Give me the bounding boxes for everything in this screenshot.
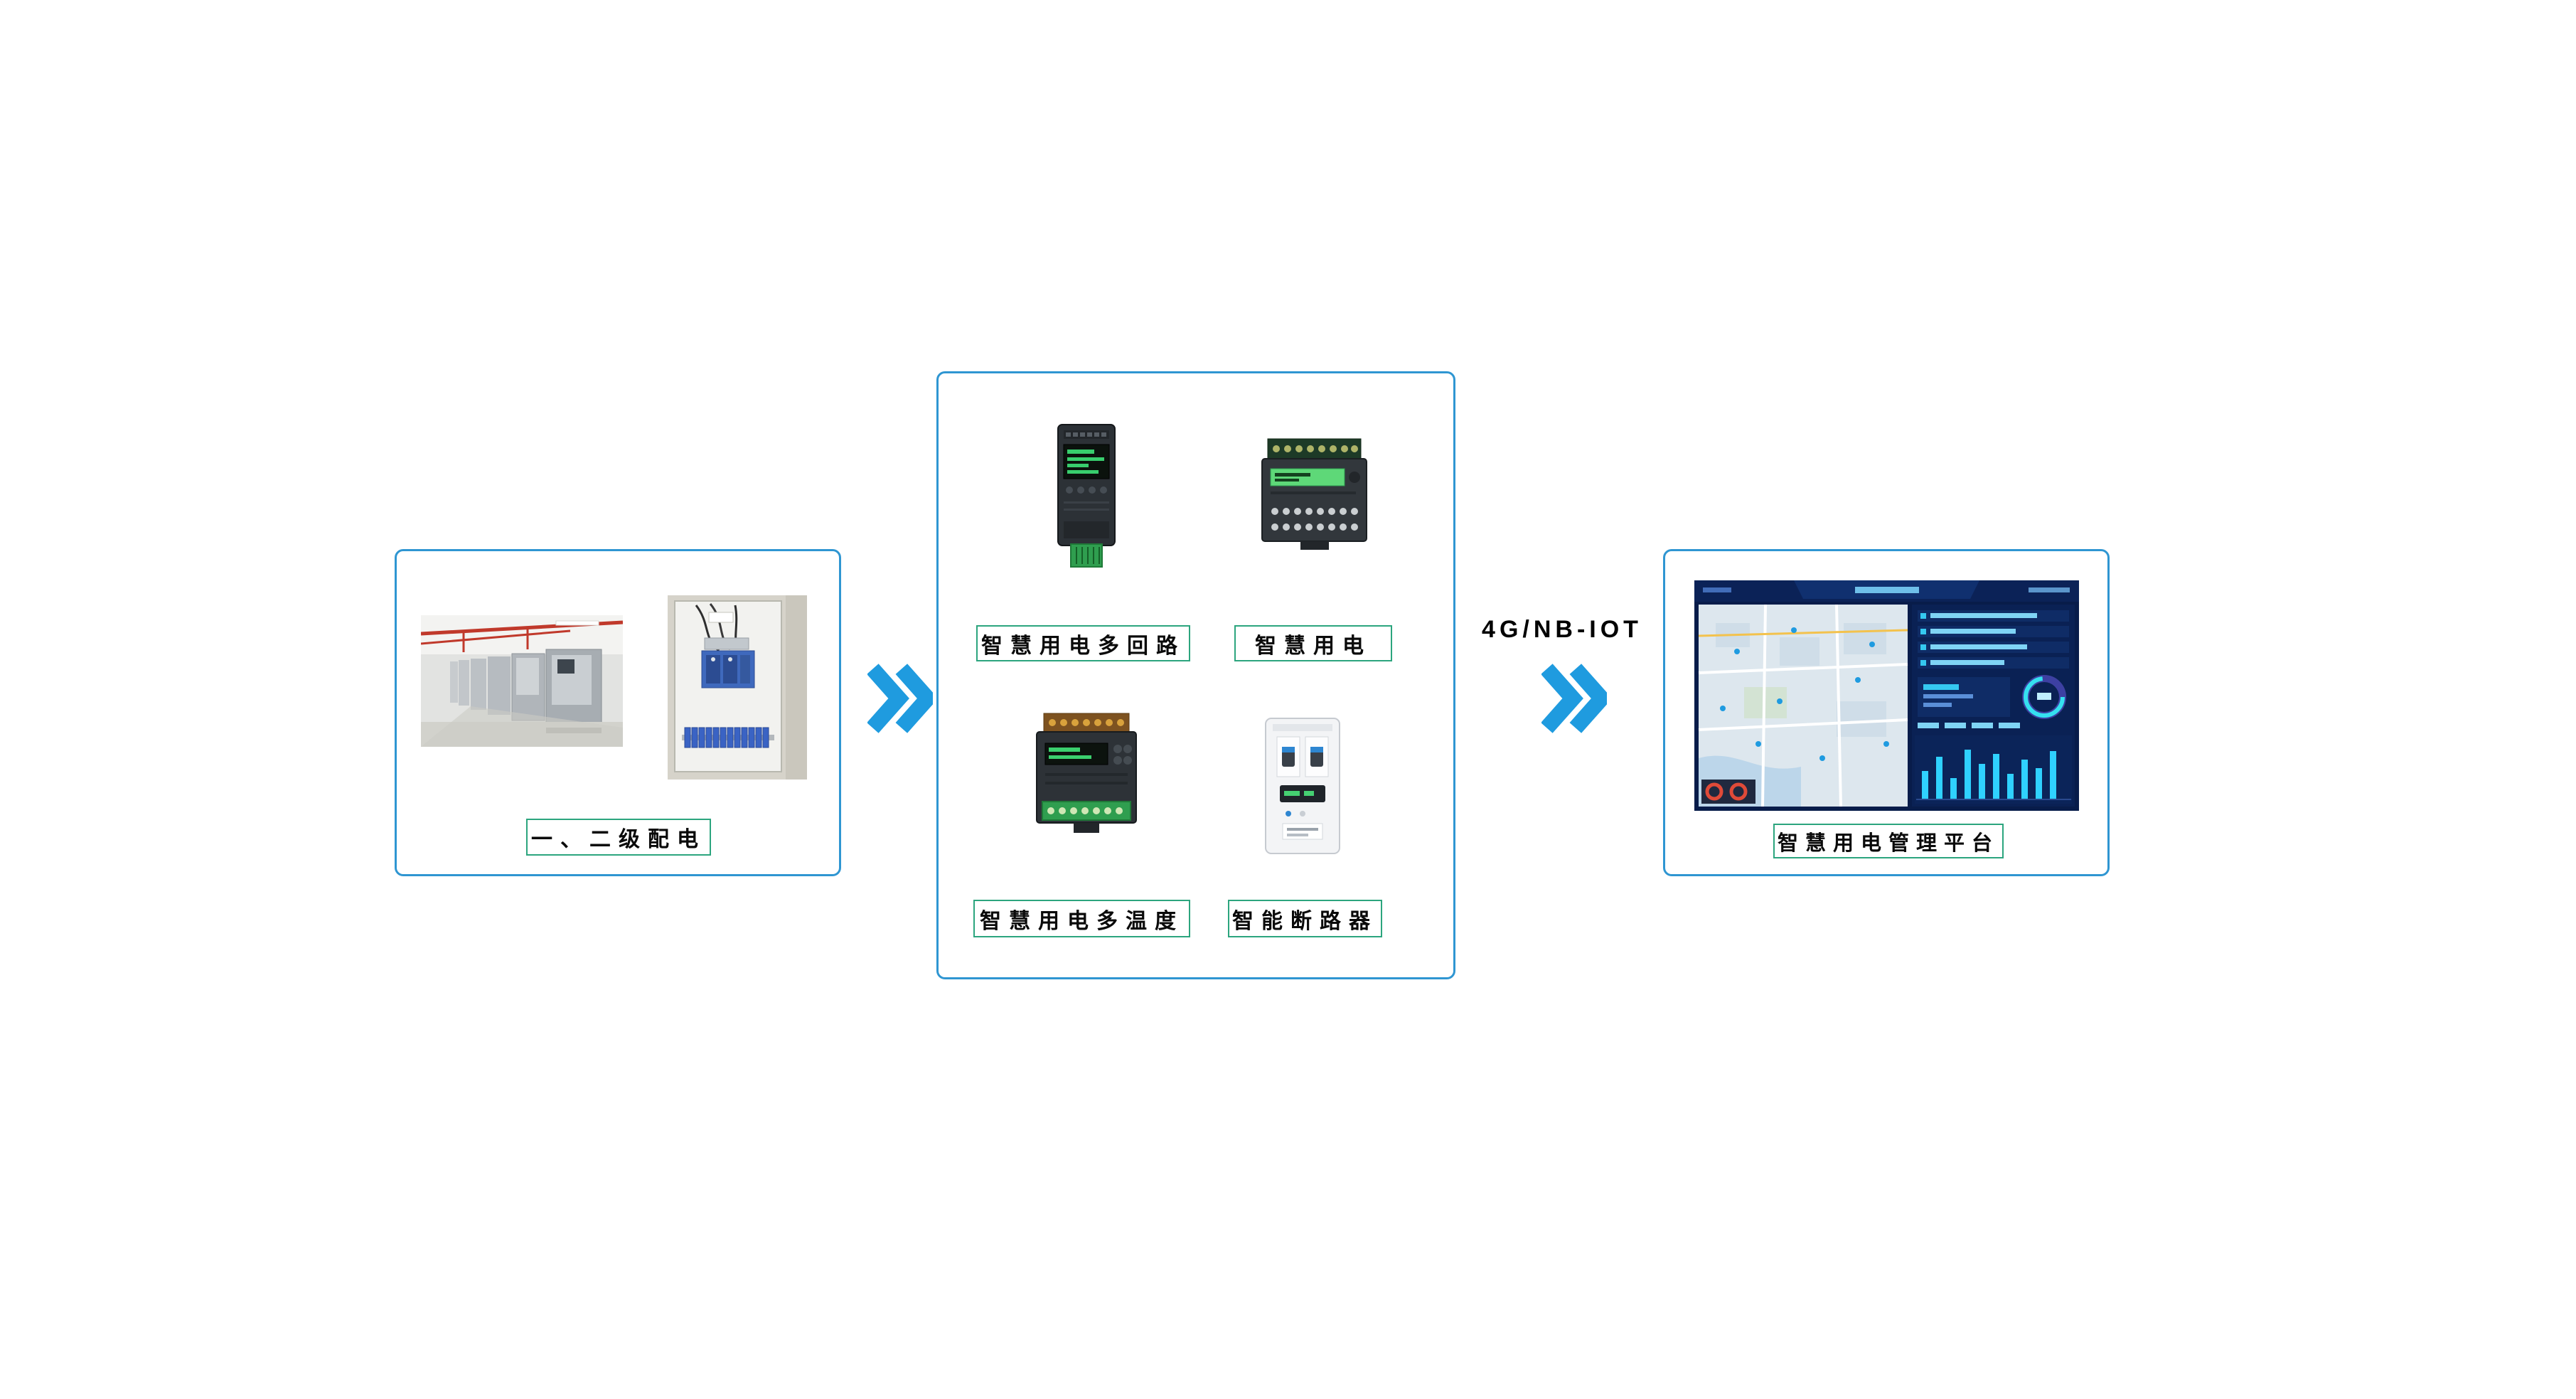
distribution-label-text: 一、二级配电 [531,828,706,851]
distribution-label: 一、二级配电 [526,819,711,856]
smart-power-label: 智慧用电 [1234,625,1392,661]
multi-circuit-monitor-image [1057,424,1116,568]
multi-circuit-label-text: 智慧用电多回路 [981,634,1185,658]
flow-arrow-left-icon [867,664,933,733]
multi-circuit-label: 智慧用电多回路 [976,625,1190,661]
smart-breaker-label-text: 智能断路器 [1232,909,1378,933]
platform-label: 智慧用电管理平台 [1773,824,2004,858]
devices-group-box: 智慧用电多回路 智慧用电 [936,371,1455,979]
smart-power-module-image [1261,438,1367,550]
connection-protocol-text: 4G/NB-IOT [1482,616,1642,643]
management-platform-dashboard-image [1694,580,2079,811]
connection-protocol-label: 4G/NB-IOT [1480,616,1644,644]
flow-arrow-right-icon [1541,664,1607,733]
smart-breaker-image [1265,718,1340,854]
platform-label-text: 智慧用电管理平台 [1777,831,1999,855]
distribution-group-box: 一、二级配电 [395,549,841,876]
distribution-cabinet-photo [668,595,807,780]
smart-power-label-text: 智慧用电 [1255,634,1372,658]
distribution-room-photo [421,615,623,747]
multi-temperature-label-text: 智慧用电多温度 [980,909,1184,933]
multi-temperature-label: 智慧用电多温度 [973,900,1190,937]
platform-group-box: 智慧用电管理平台 [1663,549,2110,876]
smart-breaker-label: 智能断路器 [1228,900,1382,937]
multi-temperature-module-image [1036,713,1137,833]
